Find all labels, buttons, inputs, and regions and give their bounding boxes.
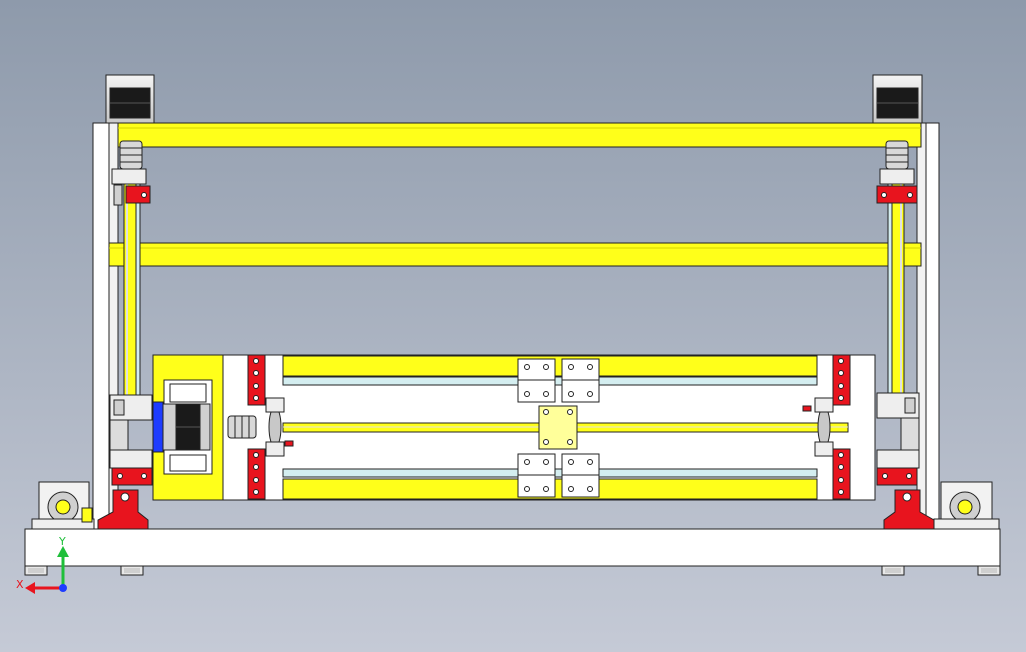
- top-right-stepper-motor: [872, 74, 923, 124]
- top-left-stepper-motor: [105, 74, 155, 124]
- triad-z-axis: [59, 584, 67, 592]
- right-upper-coupling: [879, 140, 915, 185]
- x-carriage-frame: [152, 354, 876, 501]
- right-shaft-support: [883, 489, 935, 530]
- left-upper-coupling: [111, 140, 147, 206]
- x-left-red-clamp-top: [247, 354, 266, 406]
- base-frame: [24, 528, 1001, 576]
- base-plate: [24, 528, 1001, 567]
- linear-bearing-top-left: [517, 358, 556, 403]
- triad-x-label: X: [16, 578, 24, 591]
- middle-yellow-rail: [108, 242, 922, 267]
- x-left-red-clamp-bottom: [247, 448, 266, 500]
- right-z-carriage: [876, 392, 920, 486]
- right-bottom-bearing: [933, 481, 1000, 530]
- x-stepper-motor: [152, 401, 211, 453]
- triad-y-arrowhead: [57, 546, 69, 557]
- top-yellow-rail: [117, 122, 922, 148]
- left-shaft-support: [97, 489, 149, 530]
- cnc-machine-drawing: [24, 74, 1001, 576]
- x-left-bearing: [265, 397, 294, 457]
- triad-y-label: Y: [58, 535, 66, 548]
- left-z-carriage: [109, 394, 153, 486]
- x-right-red-clamp-top: [832, 354, 851, 406]
- left-upper-red-bracket: [125, 185, 151, 204]
- axis-triad: X Y: [16, 535, 69, 594]
- right-upright: [916, 122, 940, 530]
- linear-bearing-bottom-left: [517, 453, 556, 498]
- right-upper-red-bracket: [876, 185, 918, 204]
- linear-bearing-top-right: [561, 358, 600, 403]
- leadscrew-nut-block: [538, 405, 578, 450]
- x-motor-coupling: [227, 415, 257, 439]
- left-bottom-bearing: [31, 481, 95, 530]
- linear-bearing-bottom-right: [561, 453, 600, 498]
- x-right-red-clamp-bottom: [832, 448, 851, 500]
- x-right-bearing: [802, 397, 834, 457]
- triad-x-arrowhead: [25, 582, 35, 594]
